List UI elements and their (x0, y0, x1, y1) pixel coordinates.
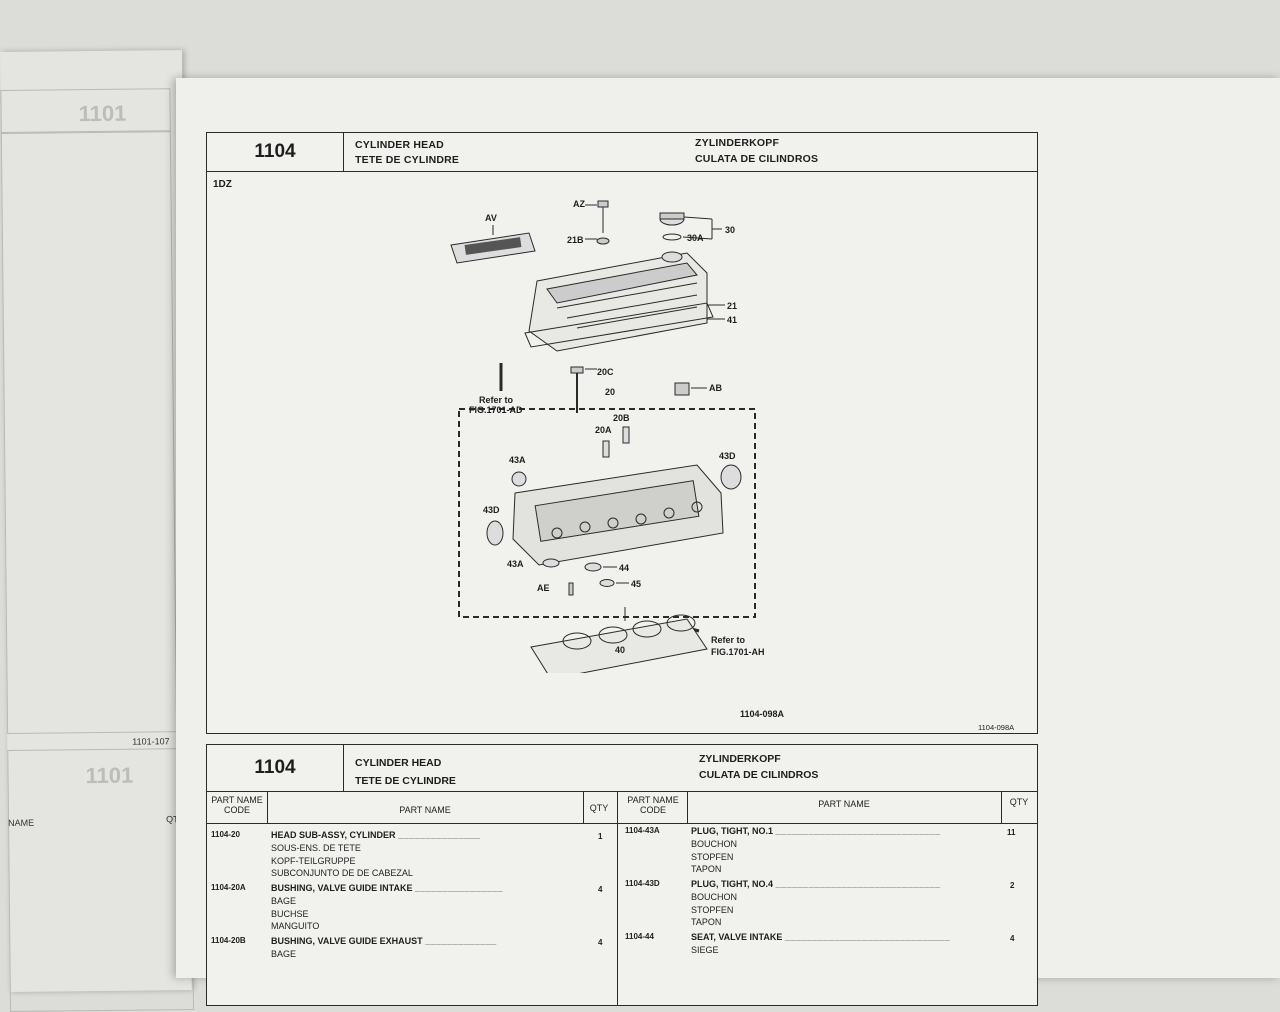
callout-av: AV (485, 213, 497, 223)
callout-20c: 20C (597, 367, 614, 377)
callout-refer-2: Refer to (711, 635, 746, 645)
part-name-fr: BOUCHON (691, 891, 738, 902)
part-name: SEAT, VALVE INTAKE (691, 932, 783, 942)
callout-ae: AE (537, 583, 550, 593)
col-qty-right: QTY (1009, 797, 1029, 807)
list-title-fr: TETE DE CYLINDRE (355, 775, 456, 787)
previous-page: 1101 1101-107 1101 NAME QTY (0, 50, 195, 1012)
part-name-fr: SIEGE (691, 944, 719, 955)
list-title-es: CULATA DE CILINDROS (699, 769, 819, 781)
col-code-left: PART NAME CODE (211, 795, 263, 815)
col-name-left: PART NAME (399, 805, 451, 815)
title-de: ZYLINDERKOPF (695, 137, 780, 149)
callout-45: 45 (631, 579, 641, 589)
figure-code-small: 1104-098A (978, 723, 1015, 732)
callout-21: 21 (727, 301, 737, 311)
part-name: PLUG, TIGHT, NO.1 (691, 826, 774, 836)
title-en: CYLINDER HEAD (355, 139, 444, 151)
ghost-figure-frame (0, 130, 178, 734)
callout-refer-1: Refer to (479, 395, 514, 405)
catalog-page: 1104 CYLINDER HEAD TETE DE CYLINDRE ZYLI… (176, 78, 1280, 1006)
callout-az: AZ (573, 199, 585, 209)
part-name-es: TAPON (691, 917, 722, 928)
cover-gasket (524, 302, 714, 348)
title-es: CULATA DE CILINDROS (695, 153, 819, 165)
figure-number: 1104 (207, 133, 344, 171)
figure-code: 1104-098A (740, 709, 785, 719)
figure-header: 1104 CYLINDER HEAD TETE DE CYLINDRE ZYLI… (207, 133, 1037, 172)
part-qty: 2 (1010, 881, 1015, 890)
head-gasket (530, 618, 708, 673)
callout-30a: 30A (687, 233, 704, 243)
part-name: BUSHING, VALVE GUIDE EXHAUST (271, 936, 423, 946)
part-code: 1104-20B (211, 936, 246, 945)
exploded-diagram: AZ AV 21B 30 30A 21 41 Refer to FIG.1701… (450, 199, 765, 673)
part-qty: 1 (598, 832, 603, 841)
ghost-list-number: 1101 (85, 762, 134, 789)
callout-43d: 43D (719, 451, 736, 461)
part-code: 1104-20A (211, 883, 246, 892)
part-qty: 11 (1007, 828, 1016, 837)
part-name-fr: BAGE (271, 948, 297, 959)
previous-figure-code: 1101-107 (132, 736, 170, 747)
part-qty: 4 (1010, 934, 1015, 943)
col-name-right: PART NAME (818, 799, 870, 809)
col-code-right: PART NAME CODE (627, 795, 679, 815)
part-name-de: STOPFEN (691, 851, 734, 862)
title-fr: TETE DE CYLINDRE (355, 154, 460, 166)
part-name-es: SUBCONJUNTO DE DE CABEZAL (271, 868, 413, 879)
part-name: BUSHING, VALVE GUIDE INTAKE (271, 883, 413, 893)
part-name-fr: BAGE (271, 895, 297, 906)
figure-frame: 1104 CYLINDER HEAD TETE DE CYLINDRE ZYLI… (206, 132, 1038, 734)
list-figure-number: 1104 (207, 745, 344, 791)
part-name: PLUG, TIGHT, NO.4 (691, 879, 774, 889)
callout-30: 30 (725, 225, 735, 235)
callout-20: 20 (605, 387, 615, 397)
part-name-fr: BOUCHON (691, 838, 738, 849)
part-qty: 4 (598, 885, 603, 894)
column-headers: PART NAME CODE PART NAME QTY PART NAME C… (207, 791, 1037, 824)
col-qty-left: QTY (589, 803, 609, 813)
previous-col-name: NAME (8, 817, 35, 828)
callout-ab: AB (709, 383, 722, 393)
callout-20b: 20B (613, 413, 630, 423)
callout-43d-2: 43D (483, 505, 500, 515)
list-title-de: ZYLINDERKOPF (699, 753, 781, 765)
part-name-es: MANGUITO (271, 921, 320, 932)
callout-43a-2: 43A (507, 559, 524, 569)
part-name-es: TAPON (691, 864, 722, 875)
callout-20a: 20A (595, 425, 612, 435)
part-name: HEAD SUB-ASSY, CYLINDER (271, 830, 396, 840)
callout-refer-2-fig: FIG.1701-AH (711, 647, 765, 657)
callout-refer-1-fig: FIG.1701-AD (469, 405, 523, 415)
list-title-en: CYLINDER HEAD (355, 757, 442, 769)
callout-21b: 21B (567, 235, 584, 245)
callout-44: 44 (619, 563, 629, 573)
parts-list-header: 1104 CYLINDER HEAD TETE DE CYLINDRE ZYLI… (207, 745, 1037, 792)
part-name-de: KOPF-TEILGRUPPE (271, 855, 356, 866)
part-name-fr: SOUS-ENS. DE TETE (271, 842, 361, 853)
part-qty: 4 (598, 938, 603, 947)
engine-model: 1DZ (213, 179, 232, 190)
part-code: 1104-43D (625, 879, 660, 888)
part-code: 1104-20 (211, 830, 240, 839)
parts-list-frame: 1104 CYLINDER HEAD TETE DE CYLINDRE ZYLI… (206, 744, 1038, 1006)
part-name-de: BUCHSE (271, 908, 309, 919)
callout-40: 40 (615, 645, 625, 655)
part-code: 1104-43A (625, 826, 660, 835)
part-code: 1104-44 (625, 932, 654, 941)
callout-43a: 43A (509, 455, 526, 465)
ghost-figure-number: 1101 (78, 100, 127, 127)
part-name-de: STOPFEN (691, 904, 734, 915)
callout-41: 41 (727, 315, 737, 325)
